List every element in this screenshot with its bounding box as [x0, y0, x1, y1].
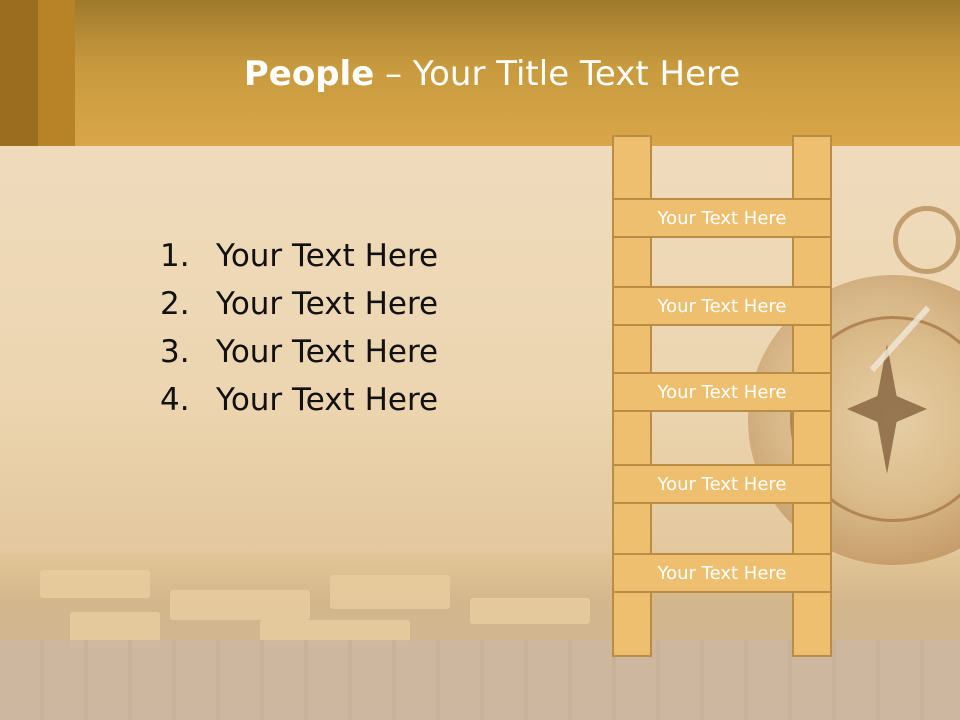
list-item: 2. Your Text Here: [160, 280, 438, 328]
paper-flake: [170, 590, 310, 620]
list-text: Your Text Here: [216, 238, 439, 274]
header-accent-stripe: [0, 0, 38, 146]
paper-flake: [470, 598, 590, 624]
ladder-rung: Your Text Here: [612, 372, 832, 412]
title-bold: People: [243, 54, 375, 94]
list-item: 4. Your Text Here: [160, 376, 438, 424]
slide-title: People – Your Title Text Here: [0, 54, 960, 94]
list-number: 3.: [160, 334, 190, 370]
compass-ring: [893, 206, 960, 274]
list-text: Your Text Here: [216, 286, 439, 322]
ladder-rung: Your Text Here: [612, 464, 832, 504]
list-item: 1. Your Text Here: [160, 232, 438, 280]
numbered-list: 1. Your Text Here 2. Your Text Here 3. Y…: [160, 232, 438, 424]
list-number: 1.: [160, 238, 190, 274]
list-number: 2.: [160, 286, 190, 322]
title-rest: – Your Title Text Here: [374, 54, 741, 94]
list-text: Your Text Here: [216, 334, 439, 370]
header-accent-stripe: [38, 0, 75, 146]
paper-flake: [40, 570, 150, 598]
ladder-rung: Your Text Here: [612, 286, 832, 326]
list-text: Your Text Here: [216, 382, 439, 418]
ladder-rung: Your Text Here: [612, 553, 832, 593]
list-number: 4.: [160, 382, 190, 418]
ladder-rung: Your Text Here: [612, 198, 832, 238]
list-item: 3. Your Text Here: [160, 328, 438, 376]
header-band: [0, 0, 960, 146]
paper-flake: [330, 575, 450, 609]
